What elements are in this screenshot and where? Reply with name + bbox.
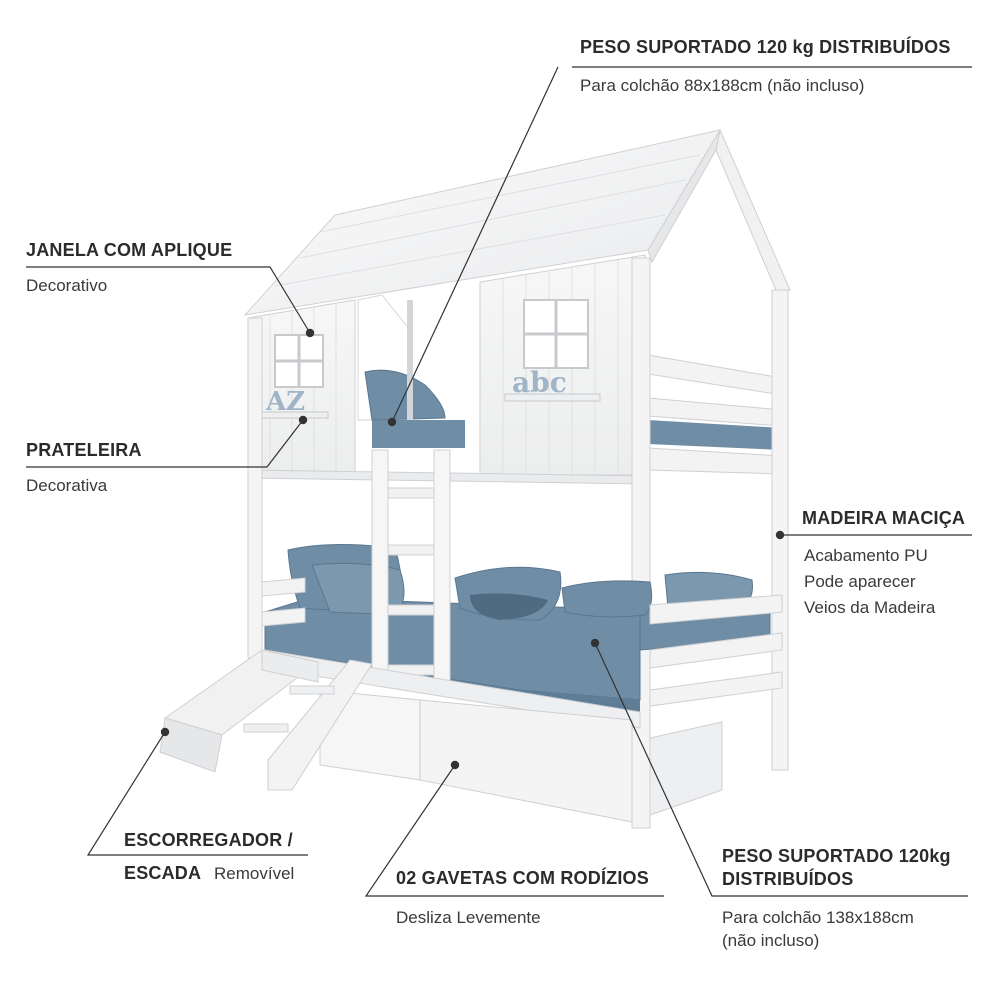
dot-janela (305, 328, 315, 338)
leader-peso-inferior (594, 642, 968, 897)
upper-bunk (357, 294, 465, 448)
dot-escorregador (160, 727, 170, 737)
slide-stairs (159, 649, 373, 791)
dot-prateleira (298, 415, 308, 425)
leader-janela (26, 266, 311, 334)
dot-madeira (775, 530, 785, 540)
callout-madeira-line-3: Veios da Madeira (804, 598, 936, 617)
ladder (371, 449, 451, 691)
callout-peso-inferior-title-2: DISTRIBUÍDOS (722, 869, 854, 889)
callout-peso-inferior-subtitle-1: Para colchão 138x188cm (722, 908, 914, 927)
callout-prateleira-title: PRATELEIRA (26, 440, 142, 460)
callout-escorregador-subtitle: Removível (214, 864, 295, 883)
callout-peso-superior-title: PESO SUPORTADO 120 kg DISTRIBUÍDOS (580, 37, 951, 57)
callout-madeira-line-1: Acabamento PU (804, 546, 928, 565)
callout-escorregador-title-1: ESCORREGADOR / (124, 830, 293, 850)
callout-prateleira-subtitle: Decorativa (26, 476, 108, 495)
decor-letters-right: abc (512, 366, 567, 399)
right-house-panel (479, 254, 646, 476)
roof (243, 128, 791, 316)
leader-dots (160, 328, 785, 770)
leader-prateleira (26, 419, 304, 468)
callout-peso-inferior-subtitle-2: (não incluso) (722, 931, 820, 950)
leader-gavetas (364, 764, 664, 897)
lower-side-rails (649, 594, 783, 707)
dot-gavetas (450, 760, 460, 770)
callout-janela-title: JANELA COM APLIQUE (26, 240, 233, 260)
decor-letters-left: AZ (265, 387, 305, 417)
dot-peso-superior (387, 417, 397, 427)
callout-escorregador-title-2: ESCADA (124, 863, 202, 883)
callout-madeira-line-2: Pode aparecer (804, 572, 916, 591)
callout-janela-subtitle: Decorativo (26, 276, 108, 295)
leader-lines (26, 66, 972, 897)
callout-madeira-title: MADEIRA MACIÇA (802, 508, 966, 528)
upper-side-rails (647, 354, 783, 475)
callout-peso-inferior-title-1: PESO SUPORTADO 120kg (722, 846, 951, 866)
drawers (319, 689, 723, 823)
callout-peso-superior-subtitle: Para colchão 88x188cm (não incluso) (580, 76, 865, 95)
callout-gavetas-subtitle: Desliza Levemente (396, 908, 541, 927)
callout-gavetas-title: 02 GAVETAS COM RODÍZIOS (396, 868, 649, 888)
leader-escorregador (86, 731, 308, 856)
dot-peso-inferior (590, 638, 600, 648)
